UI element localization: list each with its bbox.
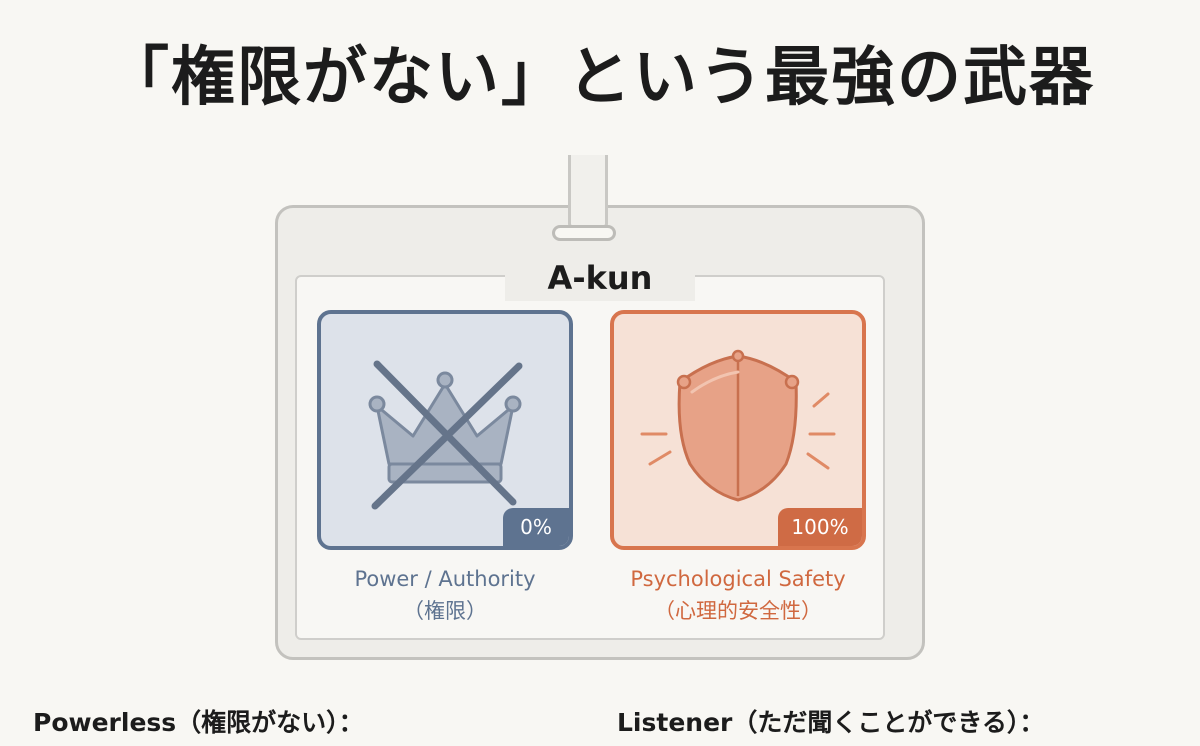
safety-sublabel: （心理的安全性） (654, 599, 822, 623)
power-label-block: Power / Authority （権限） (300, 563, 590, 627)
safety-percent-badge: 100% (778, 508, 862, 546)
badge-slot (552, 225, 616, 241)
power-sublabel: （権限） (403, 599, 487, 623)
footer-powerless: Powerless（権限がない）： (33, 708, 364, 737)
crossed-crown-icon (368, 360, 523, 510)
badge-name: A-kun (505, 255, 695, 301)
safety-panel: 100% (610, 310, 866, 550)
footer-listener: Listener（ただ聞くことができる）： (617, 708, 1045, 737)
shield-icon (640, 349, 836, 502)
slide-title: 「権限がない」という最強の武器 (105, 41, 1095, 115)
glow-rays (640, 392, 836, 470)
lanyard-strap (568, 155, 608, 228)
power-panel: 0% (317, 310, 573, 550)
safety-label-block: Psychological Safety （心理的安全性） (592, 563, 884, 627)
power-percent-badge: 0% (503, 508, 569, 546)
power-label: Power / Authority (354, 567, 536, 591)
cross-mark-icon (371, 360, 523, 510)
safety-label: Psychological Safety (630, 567, 846, 591)
